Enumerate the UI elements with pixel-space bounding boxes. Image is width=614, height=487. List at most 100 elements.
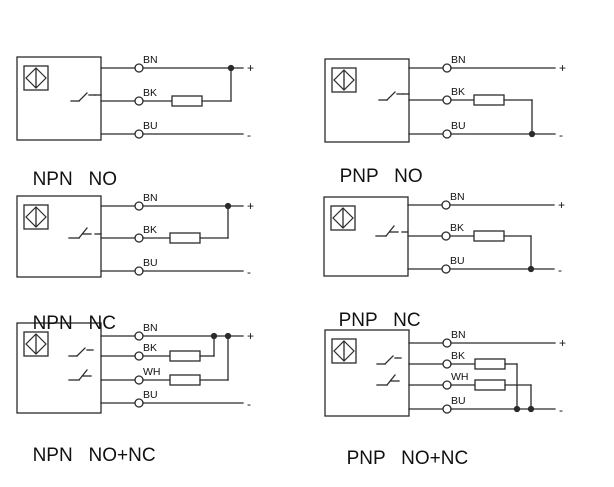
negative-sign: - (558, 263, 562, 277)
negative-sign: - (247, 397, 251, 411)
switch-nc-contact (68, 227, 92, 239)
negative-sign: - (247, 265, 251, 279)
wire-wh-label: WH (451, 371, 469, 383)
label-pnp-nonc: PNP NO+NC (336, 426, 469, 470)
label-pnp-no-mode: NO (394, 166, 423, 187)
sensor-diamond (332, 207, 354, 229)
junction-dot (227, 64, 235, 72)
wire-bk-terminal (442, 95, 452, 105)
wire-bk-terminal (134, 351, 144, 361)
sensor-symbol-icon (23, 331, 49, 357)
junction-dot (513, 405, 521, 413)
switch-no-contact (68, 347, 94, 357)
wire-bu-terminal (442, 404, 452, 414)
wire-wh-label: WH (143, 366, 161, 378)
label-npn-nonc-mode: NO+NC (88, 445, 156, 466)
positive-sign: + (558, 198, 565, 212)
switch-no-contact-blade (78, 92, 88, 102)
switch-no-contact-blade (384, 355, 394, 365)
label-npn-nonc: NPN NO+NC (22, 423, 156, 467)
wire-bn-label: BN (451, 329, 466, 341)
wire-bk-label: BK (451, 350, 465, 362)
load-resistor (169, 374, 201, 386)
wire-bu-label: BU (450, 255, 465, 267)
sensor-diamond (333, 340, 355, 362)
sensor-diamond (25, 67, 47, 89)
diagram-pnp-nc: BN BK BU + - (323, 191, 565, 277)
load-resistor (169, 350, 201, 362)
label-npn-no-type: NPN (32, 169, 73, 190)
switch-nc-contact (375, 225, 399, 237)
label-npn-no: NPN NO (22, 147, 117, 191)
wire-bu-terminal (134, 266, 144, 276)
negative-sign: - (247, 128, 251, 142)
wire-bk-terminal (134, 96, 144, 106)
junction-dot (527, 405, 535, 413)
wire-bn-label: BN (451, 54, 466, 66)
load-resistor (474, 379, 506, 391)
junction-dot (224, 332, 232, 340)
wire-wh-terminal (134, 375, 144, 385)
switch-nc-contact (376, 374, 400, 386)
wire-bk-label: BK (143, 224, 157, 236)
switch-no-contact-blade (386, 91, 396, 101)
label-npn-nc-mode: NC (88, 313, 116, 334)
junction-dot (224, 202, 232, 210)
wire-wh-terminal (442, 380, 452, 390)
switch-nc-contact-blade (386, 374, 396, 386)
junction-dot (527, 265, 535, 273)
label-pnp-nc-mode: NC (393, 310, 421, 331)
wire-bk-label: BK (450, 222, 464, 234)
wire-bu-label: BU (451, 395, 466, 407)
wire-bk-terminal (134, 233, 144, 243)
label-pnp-no-type: PNP (339, 166, 379, 187)
wire-bk-label: BK (143, 87, 157, 99)
wire-bn-terminal (442, 338, 452, 348)
label-pnp-no: PNP NO (329, 144, 423, 188)
switch-nc-contact-blade (385, 225, 395, 237)
load-resistor (473, 94, 505, 106)
positive-sign: + (247, 61, 254, 75)
switch-no-contact (376, 355, 402, 365)
wire-bk-terminal (441, 231, 451, 241)
label-npn-nc-type: NPN (32, 313, 73, 334)
wire-bn-label: BN (143, 322, 158, 334)
switch-no-contact (70, 92, 96, 102)
load-resistor (169, 232, 201, 244)
wire-bn-terminal (134, 331, 144, 341)
switch-nc-contact-blade (78, 369, 88, 381)
load-resistor (474, 358, 506, 370)
positive-sign: + (247, 199, 254, 213)
wire-bn-terminal (134, 63, 144, 73)
label-npn-nonc-type: NPN (32, 445, 73, 466)
switch-nc-contact-blade (78, 227, 88, 239)
negative-sign: - (559, 128, 563, 142)
switch-no-contact (378, 91, 404, 101)
sensor-symbol-icon (23, 65, 49, 91)
junction-dot (528, 130, 536, 138)
label-pnp-nc-type: PNP (338, 310, 378, 331)
negative-sign: - (559, 403, 563, 417)
sensor-diamond (25, 206, 47, 228)
wire-bn-terminal (442, 63, 452, 73)
wire-bu-terminal (134, 398, 144, 408)
wire-bn-terminal (441, 200, 451, 210)
switch-nc-contact (68, 369, 92, 381)
wire-bn-label: BN (450, 191, 465, 203)
load-resistor (473, 230, 505, 242)
switch-no-contact-blade (76, 347, 86, 357)
wire-bk-label: BK (143, 342, 157, 354)
sensor-diamond (25, 333, 47, 355)
positive-sign: + (247, 329, 254, 343)
wire-bk-terminal (442, 359, 452, 369)
wire-bu-terminal (134, 129, 144, 139)
positive-sign: + (559, 61, 566, 75)
sensor-symbol-icon (330, 205, 356, 231)
sensor-symbol-icon (23, 204, 49, 230)
